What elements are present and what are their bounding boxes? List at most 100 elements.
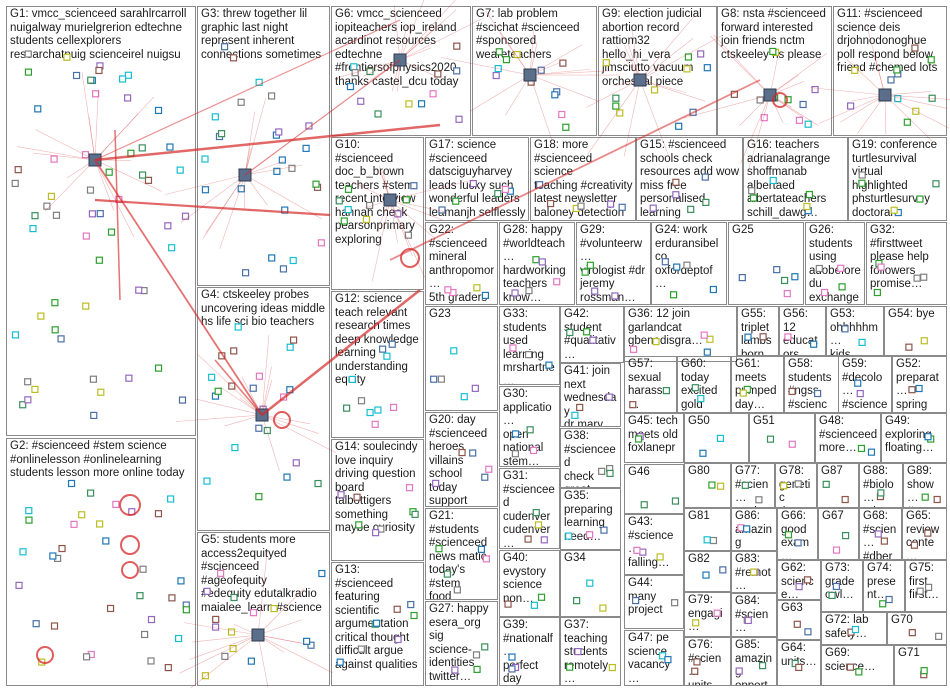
group-label: G24: work erduransibel co oxfordeptof… bbox=[655, 224, 719, 290]
group-box-g12: G12: science teach relevant research tim… bbox=[331, 291, 424, 438]
group-box-g5: G5: students more access2equityed #scien… bbox=[197, 532, 330, 686]
group-label: G70 bbox=[891, 614, 913, 626]
group-label: G87 bbox=[821, 465, 843, 477]
group-label: G78: genetic dna… bbox=[779, 465, 811, 507]
group-box-g75: G75: first first… bbox=[905, 560, 947, 612]
group-box-g55: G55: triplet lambs born last day… bbox=[737, 306, 779, 356]
group-label: G7: lab problem #scichat #scienceed #spo… bbox=[476, 8, 580, 61]
group-box-g83: G83: #remot… #schoo… bbox=[731, 551, 777, 593]
group-label: G23 bbox=[429, 308, 451, 320]
group-label: G45: tech meets old foxlanepr… bbox=[628, 415, 678, 463]
group-label: G73: grade owl… bbox=[825, 562, 855, 601]
group-box-g18: G18: more #scienceed science teaching #c… bbox=[530, 137, 636, 221]
group-label: G82 bbox=[688, 553, 710, 565]
group-label: G47: pe science vacancy… bbox=[628, 632, 671, 685]
group-label: G2: #scienceed #stem science #onlineless… bbox=[10, 440, 185, 479]
group-label: G30: applicatio… open national stem… bbox=[503, 388, 552, 467]
group-label: G15: #scienceed schools check resources … bbox=[640, 139, 740, 219]
group-box-g34: G34 bbox=[560, 550, 621, 617]
group-label: G46 bbox=[628, 466, 650, 478]
group-label: G33: students used learning mrshartne… b… bbox=[503, 308, 555, 385]
group-box-g44: G44: many project bbox=[624, 575, 684, 629]
group-box-g29: G29: #volunteerw… virologist #dr jeremy … bbox=[576, 222, 651, 305]
group-box-g7: G7: lab problem #scichat #scienceed #spo… bbox=[472, 6, 597, 136]
group-box-g13: G13: #scienceed featuring scientific arg… bbox=[331, 562, 424, 686]
group-label: G79: engagi… current… bbox=[688, 594, 724, 636]
group-box-g89: G89: show… #… bbox=[903, 463, 947, 508]
group-label: G43: #science… falling… bbox=[628, 516, 674, 569]
group-box-g27: G27: happy esera_org sig science- identi… bbox=[425, 601, 498, 686]
group-box-g82: G82 bbox=[684, 551, 731, 592]
group-box-g21: G21: #students #scienceed news matic tod… bbox=[425, 508, 498, 600]
group-label: G9: election judicial abortion record ra… bbox=[602, 8, 702, 88]
group-box-g14: G14: soulecindy love inquiry driving que… bbox=[331, 439, 424, 561]
group-box-g30: G30: applicatio… open national stem… bbox=[499, 386, 560, 467]
group-box-g87: G87 bbox=[817, 463, 859, 508]
group-box-g69: G69: science… bbox=[821, 645, 894, 686]
group-box-g76: G76: #scien… units… bbox=[684, 637, 731, 686]
group-box-g45: G45: tech meets old foxlanepr… bbox=[624, 413, 684, 463]
group-label: G36: 12 join garlandcat gbenedisgra… bbox=[628, 308, 703, 347]
group-label: G38: #scienceed check great work… bbox=[564, 430, 616, 487]
group-box-g68: G68: #scien… #dber… bbox=[859, 508, 902, 560]
group-label: G34 bbox=[564, 552, 586, 564]
group-box-g22: G22: #scienceed mineral anthropomor… 5th… bbox=[425, 222, 498, 305]
group-box-g67: G67 bbox=[818, 508, 859, 560]
group-box-g46: G46 bbox=[624, 464, 684, 514]
group-label: G86: amazing thread… bbox=[735, 510, 773, 549]
group-box-g47: G47: pe science vacancy… bbox=[624, 630, 684, 686]
group-label: G13: #scienceed featuring scientific arg… bbox=[335, 564, 418, 671]
group-box-g10: G10: #scienceed doc_b_brown teachers #st… bbox=[331, 137, 424, 290]
group-box-g63: G63 bbox=[777, 600, 821, 640]
group-box-g33: G33: students used learning mrshartne… b… bbox=[499, 306, 560, 385]
group-label: G74: present… bbox=[867, 562, 896, 601]
group-label: G76: #scien… units… bbox=[688, 639, 724, 686]
group-box-g66: G66: good exam… bbox=[777, 508, 818, 560]
group-label: G59: #decolo… #science #publici… bbox=[842, 358, 888, 411]
group-box-g54: G54: bye bbox=[884, 306, 947, 356]
group-label: G71 bbox=[898, 647, 920, 659]
group-label: G60: today excited gold yr9… bbox=[681, 358, 718, 411]
group-box-g9: G9: election judicial abortion record ra… bbox=[598, 6, 717, 136]
group-box-g3: G3: threw together lil graphic last nigh… bbox=[197, 6, 330, 286]
group-box-g81: G81 bbox=[684, 508, 731, 551]
group-label: G67 bbox=[822, 510, 844, 522]
group-box-g6: G6: vmcc_scienceed iopiteachers iop_irel… bbox=[331, 6, 471, 136]
group-label: G81 bbox=[688, 510, 710, 522]
group-label: G83: #remot… #schoo… bbox=[735, 553, 771, 592]
group-label: G16: teachers adrianalagrange shoffmanab… bbox=[747, 139, 831, 219]
group-box-g36: G36: 12 join garlandcat gbenedisgra… bbox=[624, 306, 737, 362]
group-box-g26: G26: students using adobeforedu exchange… bbox=[805, 222, 865, 305]
group-label: G8: nsta #scienceed forward interested j… bbox=[721, 8, 826, 61]
group-label: G72: lab safety… bbox=[825, 614, 869, 640]
group-box-g73: G73: grade owl… bbox=[821, 560, 863, 612]
group-box-g65: G65: review conte… bbox=[902, 508, 947, 560]
group-box-g16: G16: teachers adrianalagrange shoffmanab… bbox=[743, 137, 848, 221]
group-box-g20: G20: day #scienceed heroes villains scho… bbox=[425, 412, 498, 507]
group-label: G85: amazing opport… bbox=[735, 639, 773, 686]
group-label: G62: science… bbox=[781, 562, 814, 600]
group-box-g70: G70 bbox=[887, 612, 947, 645]
group-box-g84: G84: #scien… bbox=[731, 593, 777, 637]
group-label: G58: students #ngss #scienc… bbox=[788, 358, 832, 411]
group-label: G41: join next wednesday dr mary… bbox=[564, 365, 617, 427]
group-label: G35: preparing learning need… bbox=[564, 490, 613, 543]
group-box-g28: G28: happy #worldteach… hardworking teac… bbox=[499, 222, 575, 305]
group-box-g41: G41: join next wednesday dr mary… bbox=[560, 363, 621, 427]
group-box-g24: G24: work erduransibel co oxfordeptof… bbox=[651, 222, 727, 305]
group-box-g51: G51 bbox=[749, 413, 815, 463]
group-box-g25: G25 bbox=[728, 222, 804, 305]
group-box-g61: G61: meets pumped day… bbox=[731, 356, 784, 413]
group-label: G14: soulecindy love inquiry driving que… bbox=[335, 441, 418, 534]
group-box-g15: G15: #scienceed schools check resources … bbox=[636, 137, 743, 221]
group-box-g31: G31: #scienceed cudenver cudenver… #stem… bbox=[499, 468, 560, 549]
group-box-g1: G1: vmcc_scienceed sarahlrcarroll nuigal… bbox=[6, 6, 196, 436]
group-label: G61: meets pumped day… bbox=[735, 358, 777, 411]
group-box-g19: G19: conference turtlesurvival virtual h… bbox=[848, 137, 947, 221]
group-label: G49: exploring floating… bbox=[885, 415, 934, 454]
group-box-g4: G4: ctskeeley probes uncovering ideas mi… bbox=[197, 287, 330, 531]
group-box-g77: G77: #scien… stude… bbox=[731, 463, 775, 508]
group-label: G89: show… #… bbox=[907, 465, 934, 507]
